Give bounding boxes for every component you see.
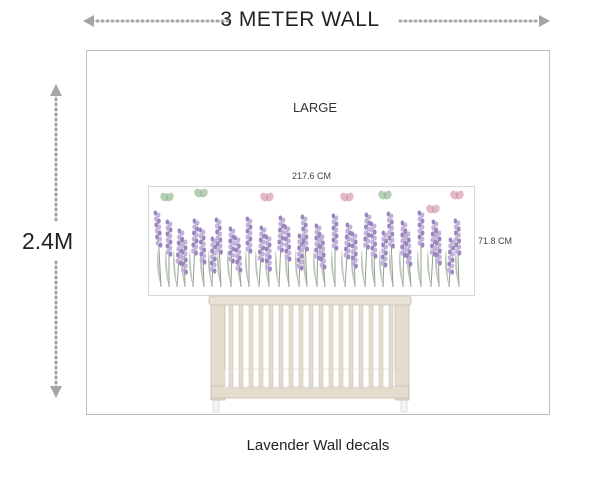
lavender-stem xyxy=(208,236,218,288)
lavender-stem xyxy=(317,232,327,288)
lavender-stem xyxy=(379,230,389,288)
lavender-stem xyxy=(331,213,339,287)
wall-height-label: 2.4M xyxy=(22,228,74,254)
lavender-stem xyxy=(214,217,223,288)
lavender-stem xyxy=(153,210,163,288)
lavender-stem xyxy=(198,227,207,288)
lavender-stem xyxy=(417,210,425,287)
lavender-stem xyxy=(255,225,267,288)
decal-size-label: LARGE xyxy=(292,100,338,115)
decal-width-measure: 217.6 CM xyxy=(291,171,332,181)
wall-outline xyxy=(86,50,550,415)
height-arrow-top xyxy=(50,84,62,224)
lavender-stem xyxy=(275,215,286,288)
lavender-stem xyxy=(361,212,372,288)
butterfly-icon xyxy=(194,188,208,198)
lavender-stem xyxy=(341,222,353,288)
lavender-stem xyxy=(295,233,305,288)
lavender-stem xyxy=(245,216,253,287)
lavender-stem xyxy=(350,231,358,288)
lavender-stem xyxy=(264,234,272,288)
width-arrow-left xyxy=(83,15,230,27)
lavender-stem xyxy=(386,211,395,288)
caption-text: Lavender Wall decals xyxy=(246,437,390,454)
butterfly-icon xyxy=(340,192,354,202)
lavender-stem xyxy=(283,224,292,288)
butterfly-icon xyxy=(426,204,440,214)
lavender-stem xyxy=(180,237,188,288)
butterfly-icon xyxy=(450,190,464,200)
lavender-illustration xyxy=(153,188,464,288)
butterfly-icon xyxy=(260,192,274,202)
lavender-stem xyxy=(369,221,378,288)
width-arrow-right xyxy=(398,15,550,27)
lavender-stem xyxy=(300,214,309,288)
butterfly-icon xyxy=(160,192,174,202)
wall-width-title: 3 METER WALL xyxy=(220,8,380,31)
lavender-stem xyxy=(189,218,200,288)
lavender-stem xyxy=(165,219,173,287)
lavender-stem xyxy=(233,235,243,288)
lavender-stem xyxy=(434,228,442,288)
lavender-stem xyxy=(445,237,456,288)
lavender-stem xyxy=(453,218,462,288)
decal-height-measure: 71.8 CM xyxy=(478,236,513,246)
butterfly-icon xyxy=(378,190,392,200)
lavender-stem xyxy=(403,229,413,288)
lavender-decal-panel xyxy=(148,186,475,296)
lavender-stem xyxy=(227,226,236,288)
height-arrow-bottom xyxy=(50,260,62,398)
